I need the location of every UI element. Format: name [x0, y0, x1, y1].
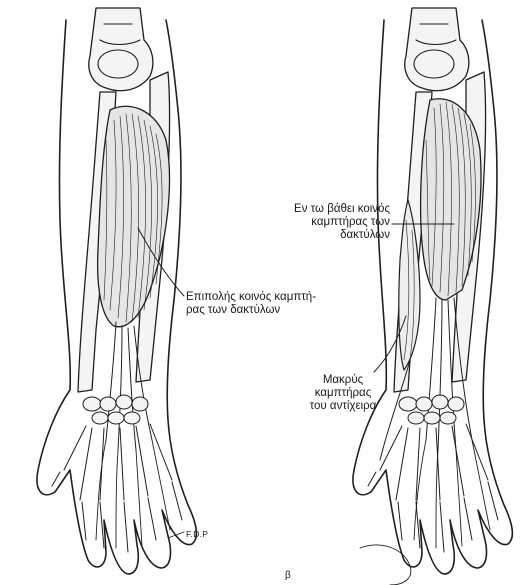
label-line: Μακρύς: [283, 374, 403, 387]
label-line: δακτύλων: [225, 229, 390, 242]
label-line: του αντίχειρα: [283, 400, 403, 413]
label-flexor-digitorum-superficialis: Επιπολής κοινός καμπτή- ρας των δακτύλων: [186, 291, 386, 317]
right-scan-artefact-curve: [360, 545, 411, 585]
label-line: Επιπολής κοινός καμπτή-: [186, 291, 386, 304]
label-fdp-abbreviation: F.D.P: [186, 528, 208, 541]
label-line: Εν τω βάθει κοινός: [225, 203, 390, 216]
right-carpals: [399, 395, 464, 424]
left-forearm-illustration: [37, 8, 196, 574]
panel-letter-b: β: [285, 569, 291, 582]
label-line: καμπτήρας των: [225, 216, 390, 229]
left-carpals: [83, 395, 148, 424]
label-line: ρας των δακτύλων: [186, 304, 386, 317]
label-line: καμπτήρας: [283, 387, 403, 400]
left-fdp-leader: [168, 532, 184, 538]
label-flexor-digitorum-profundus: Εν τω βάθει κοινός καμπτήρας των δακτύλω…: [225, 203, 390, 242]
left-hand-bones: [52, 424, 182, 552]
label-flexor-pollicis-longus: Μακρύς καμπτήρας του αντίχειρα: [283, 374, 403, 413]
right-hand-bones: [368, 424, 498, 552]
